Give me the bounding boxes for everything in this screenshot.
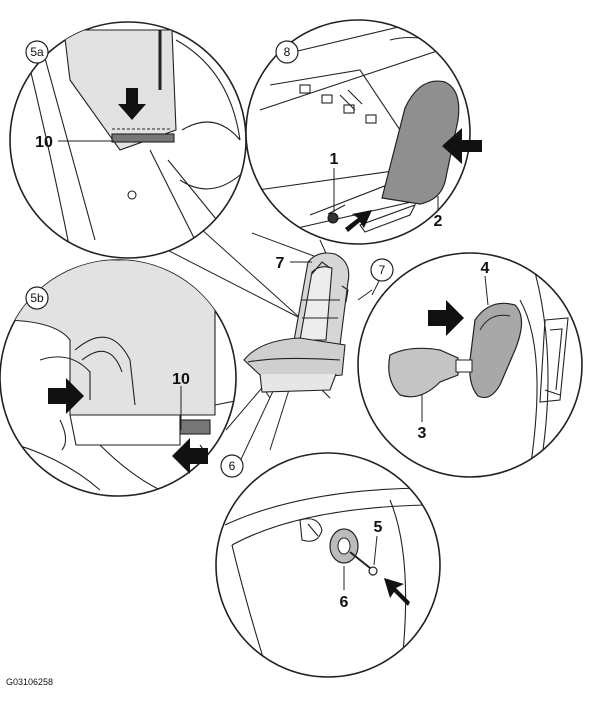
- label-3: 3: [418, 425, 427, 442]
- right-arrow-icon: [428, 300, 464, 336]
- label-6: 6: [340, 594, 349, 611]
- screw-icon: [327, 212, 339, 224]
- headrest-shape: [381, 80, 460, 205]
- label-5a: 5a: [30, 45, 44, 59]
- left-arrow-icon: [442, 128, 482, 164]
- figure-code: G03106258: [6, 677, 53, 687]
- up-left-arrow-icon: [345, 210, 372, 232]
- label-7-circled: 7: [379, 263, 386, 277]
- label-8: 8: [284, 45, 291, 59]
- up-left-arrow-icon: [384, 578, 410, 606]
- circled-label-5a: 5a: [25, 40, 49, 64]
- circled-label-8: 8: [275, 40, 299, 64]
- detail-6: [215, 452, 441, 678]
- circled-label-5b: 5b: [25, 286, 49, 310]
- label-5: 5: [374, 519, 383, 536]
- cover-cap-shape: [469, 302, 523, 399]
- label-7: 7: [276, 255, 285, 272]
- detail-7: [357, 252, 583, 478]
- circled-label-7: 7: [370, 258, 394, 282]
- detail-8: [245, 19, 482, 245]
- down-arrow-icon: [118, 88, 146, 120]
- connector-lines: [139, 227, 383, 471]
- label-2: 2: [434, 213, 443, 230]
- left-arrow-icon: [172, 438, 208, 474]
- label-6-circled: 6: [229, 459, 236, 473]
- detail-5b: [0, 259, 237, 497]
- circled-label-6: 6: [220, 454, 244, 478]
- knob-shape: [388, 347, 459, 398]
- label-10-top: 10: [35, 134, 53, 151]
- right-arrow-icon: [48, 378, 84, 414]
- label-10-mid: 10: [172, 371, 190, 388]
- label-5b: 5b: [30, 291, 44, 305]
- label-4: 4: [481, 260, 490, 277]
- label-1: 1: [330, 151, 339, 168]
- seat-illustration: [243, 252, 350, 399]
